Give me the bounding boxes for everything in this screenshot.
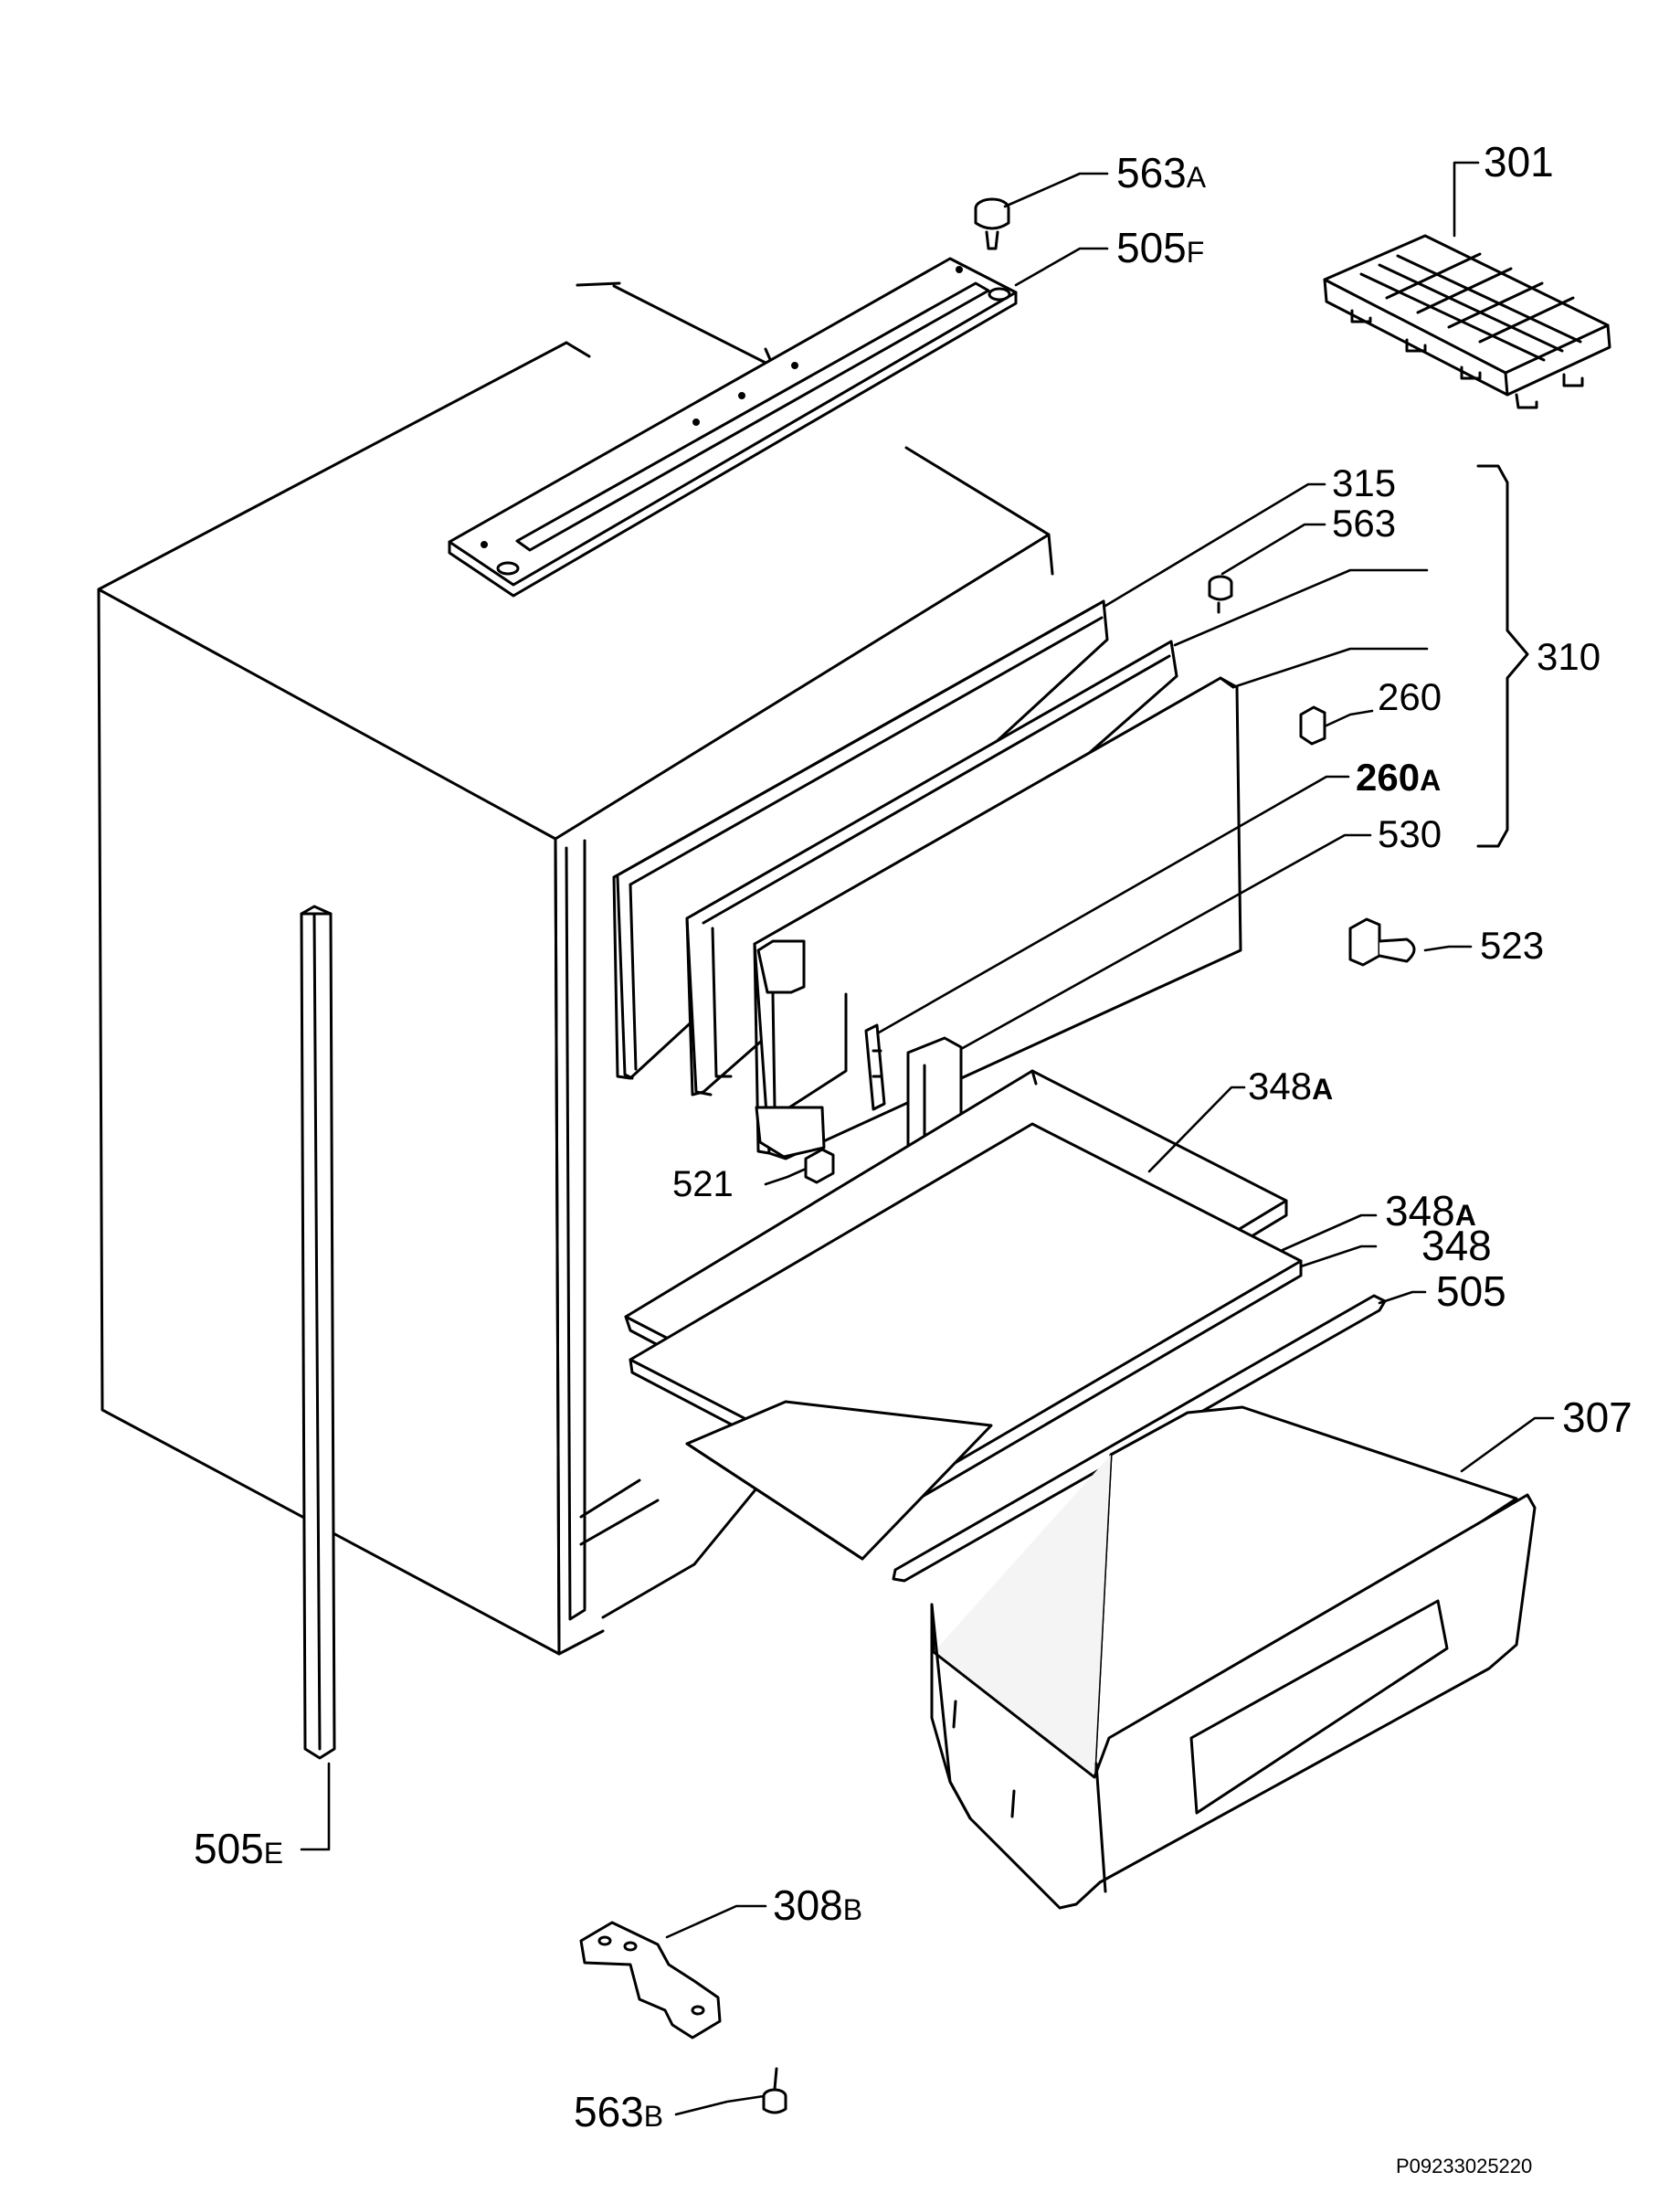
callout-563a: 563A: [1116, 152, 1206, 194]
screw-563: [1208, 575, 1233, 614]
callout-suffix: A: [1454, 1199, 1476, 1232]
callout-530: 530: [1378, 815, 1442, 853]
callout-number: 523: [1480, 924, 1545, 967]
callout-523: 523: [1480, 927, 1544, 965]
part-521: [804, 1148, 835, 1184]
callout-number: 563: [574, 2088, 644, 2135]
callout-563: 563: [1332, 504, 1396, 543]
callout-505: 505: [1436, 1270, 1506, 1312]
callout-number: 260: [1378, 675, 1442, 718]
callout-number: 301: [1484, 138, 1554, 185]
evaporator-door-assembly: [612, 599, 1242, 1170]
callout-301: 301: [1484, 141, 1554, 183]
callout-505f: 505F: [1116, 227, 1204, 269]
callout-348a-lower: 348A: [1385, 1190, 1476, 1232]
callout-number: 260: [1356, 756, 1421, 799]
callout-suffix: E: [263, 1837, 284, 1870]
callout-number: 521: [672, 1164, 734, 1204]
callout-number: 505: [1116, 224, 1187, 271]
callout-505e: 505E: [194, 1828, 283, 1870]
callout-number: 308: [773, 1881, 843, 1929]
leader-lines: [300, 161, 1555, 2116]
document-id: P09233025220: [1396, 2155, 1533, 2177]
callout-521: 521: [672, 1166, 734, 1202]
callout-260: 260: [1378, 678, 1442, 716]
callout-suffix: A: [1186, 161, 1207, 194]
callout-suffix: B: [842, 1893, 863, 1926]
crisper-drawer-307: [930, 1405, 1537, 1910]
callout-suffix: B: [643, 2100, 664, 2133]
hinge-bracket-308b: [579, 1921, 722, 2039]
callout-number: 315: [1332, 461, 1397, 504]
side-strip-505e: [300, 905, 336, 1760]
callout-suffix: A: [1312, 1073, 1334, 1106]
callout-number: 505: [1436, 1267, 1506, 1315]
callout-suffix: A: [1420, 764, 1442, 797]
callout-260a: 260A: [1356, 758, 1441, 797]
callout-310: 310: [1537, 638, 1601, 676]
callout-number: 505: [194, 1825, 264, 1872]
top-strip-505f: [448, 257, 1018, 598]
callout-348: 348: [1421, 1224, 1492, 1266]
callout-307: 307: [1562, 1396, 1632, 1438]
part-523: [1348, 917, 1416, 967]
callout-suffix: F: [1186, 236, 1205, 269]
screw-563a: [974, 197, 1010, 250]
callout-348a-upper: 348A: [1248, 1067, 1333, 1106]
group-bracket-310: [1476, 464, 1529, 848]
callout-number: 307: [1562, 1393, 1632, 1441]
callout-number: 310: [1537, 635, 1601, 678]
callout-315: 315: [1332, 464, 1396, 503]
ice-tray-301: [1323, 234, 1611, 409]
callout-number: 348: [1248, 1065, 1313, 1107]
callout-308b: 308B: [773, 1884, 862, 1926]
screw-563b: [762, 2067, 787, 2114]
callout-number: 563: [1116, 149, 1187, 196]
callout-563b: 563B: [574, 2091, 663, 2133]
callout-number: 530: [1378, 812, 1442, 855]
callout-number: 348: [1421, 1222, 1492, 1269]
callout-number: 563: [1332, 502, 1397, 545]
hinge-pin-260: [1299, 705, 1326, 746]
callout-number: 348: [1385, 1187, 1455, 1234]
